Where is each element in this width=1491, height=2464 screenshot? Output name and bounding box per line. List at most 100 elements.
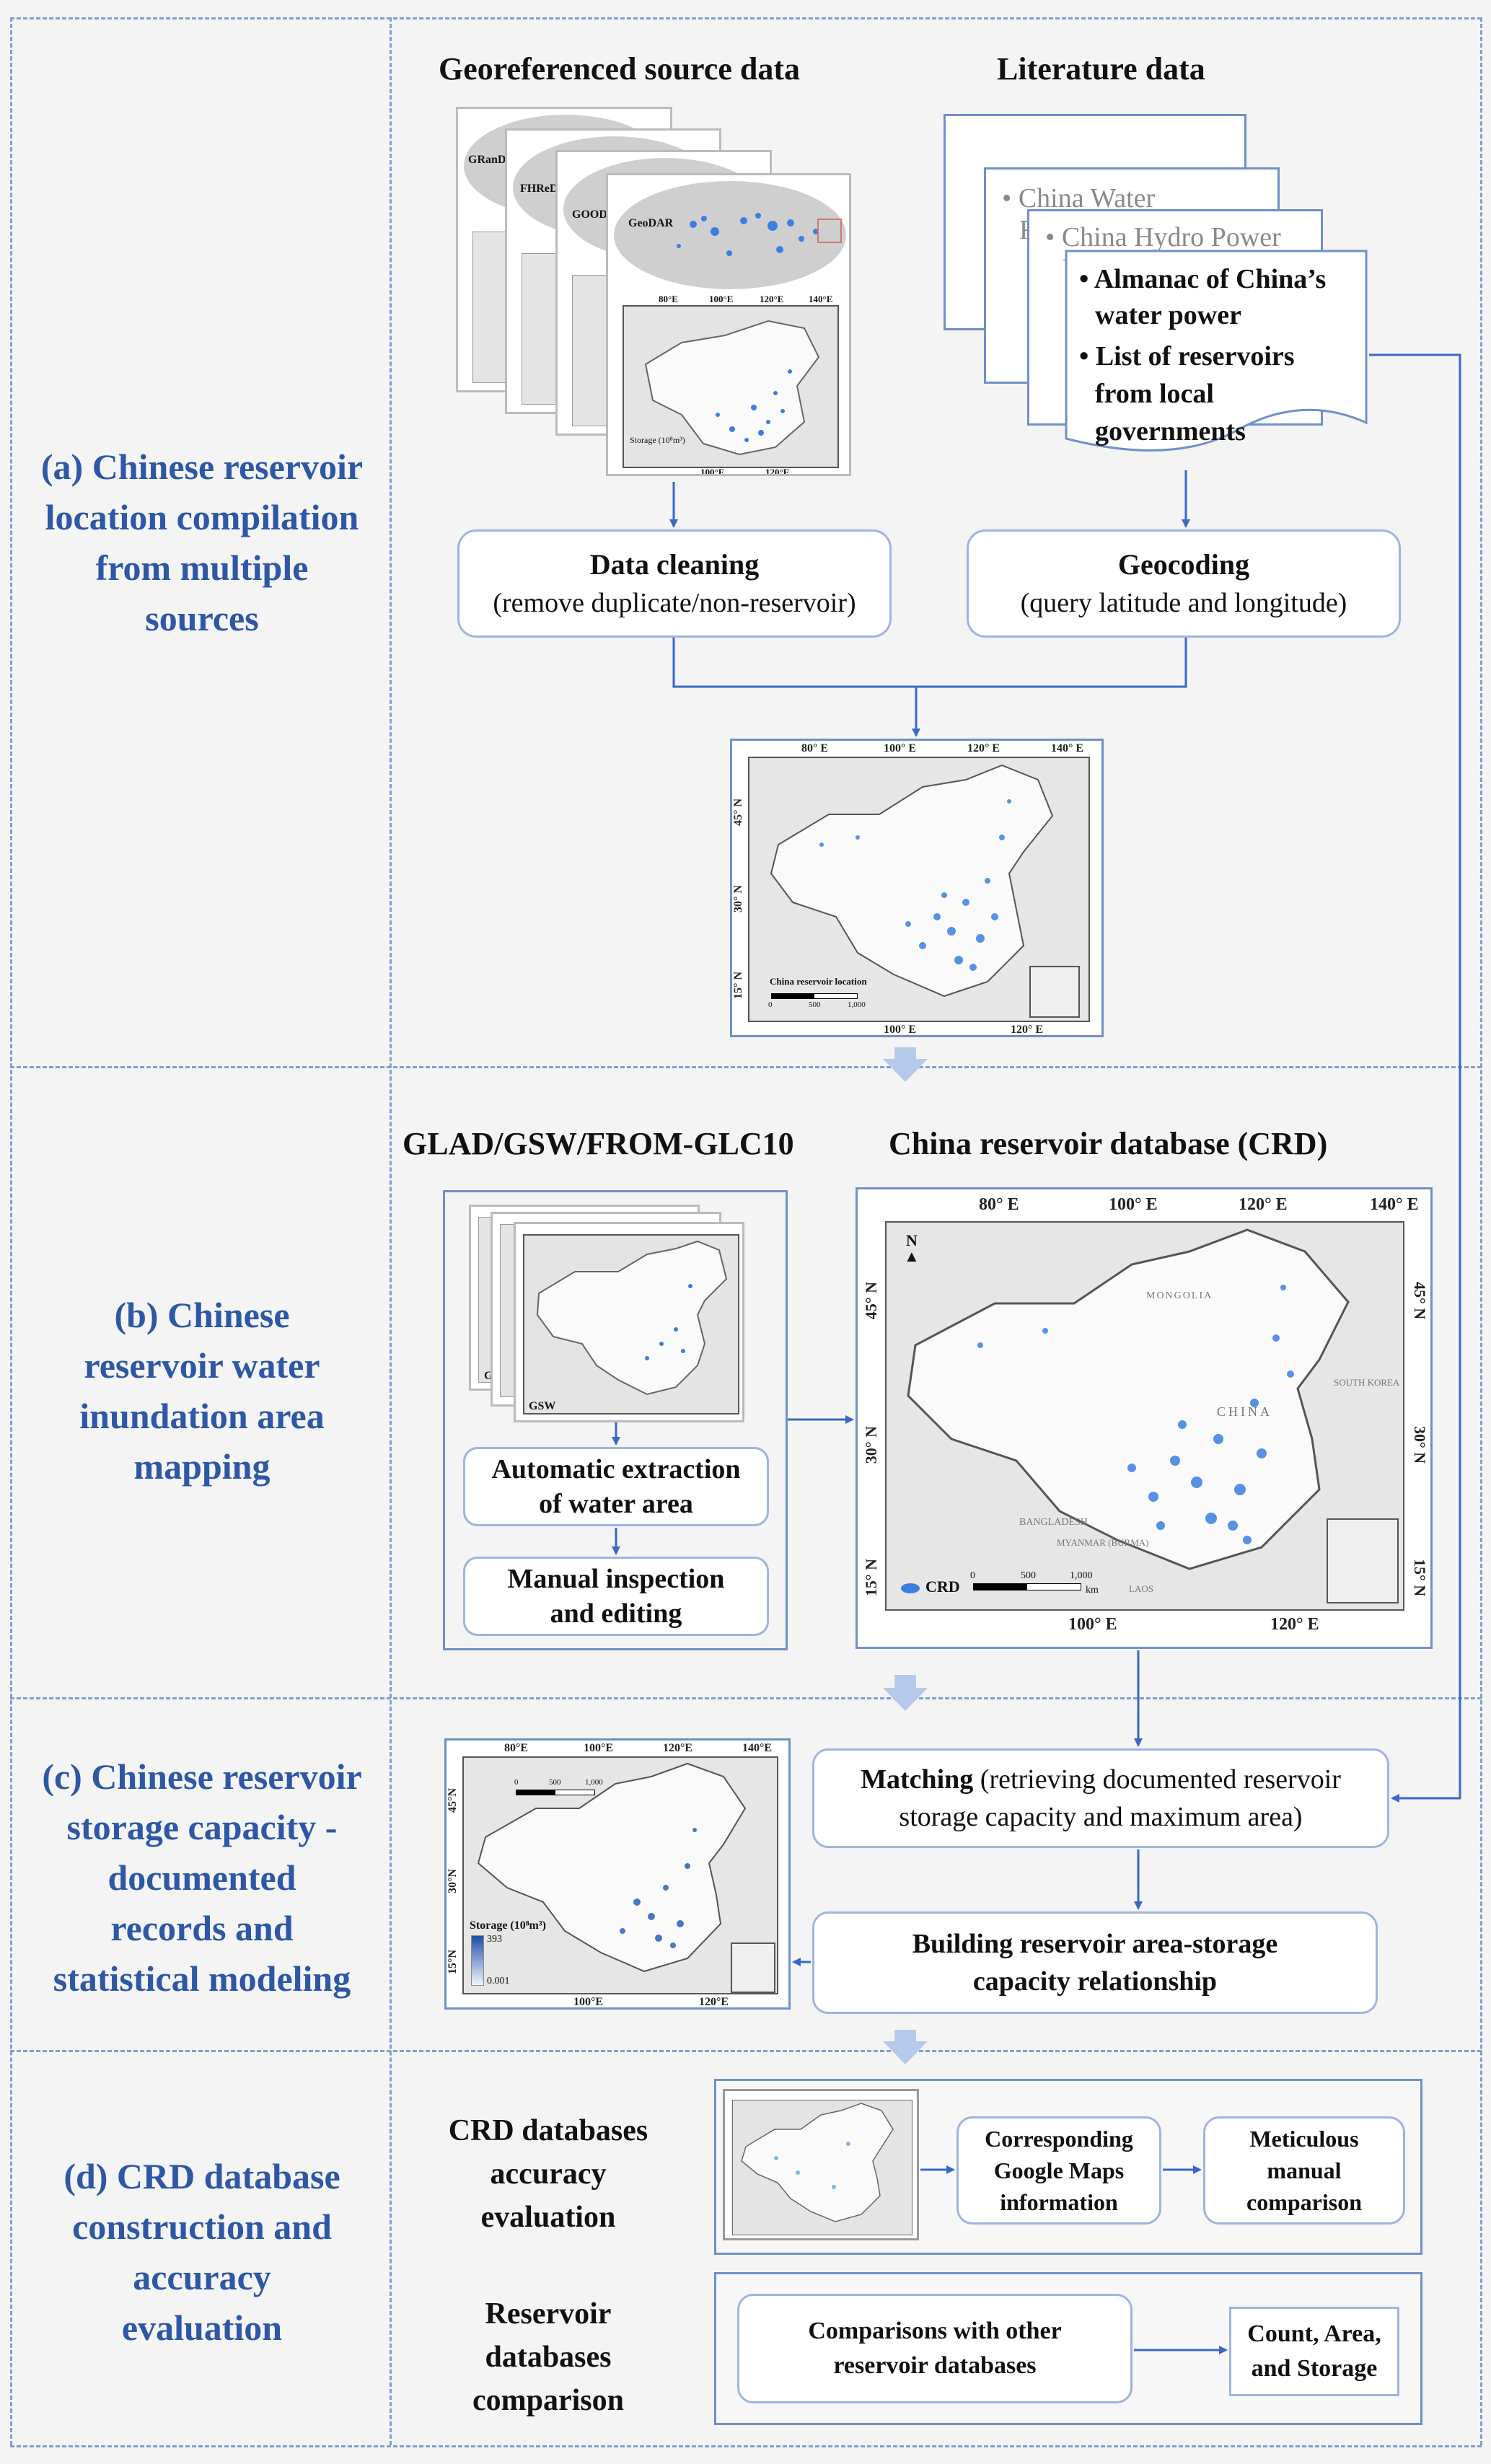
c-tick-top-1: 100°E — [584, 1742, 614, 1754]
geodar-tick-bottom-0: 100°E — [700, 467, 725, 476]
frame-left — [10, 17, 12, 2445]
c-tick-top-2: 120°E — [663, 1742, 693, 1754]
crd-tick-bottom-1: 120° E — [1270, 1615, 1319, 1634]
crd-tick-right-0: 45° N — [1411, 1282, 1429, 1320]
frame-bottom — [10, 2445, 1482, 2447]
comparisons-line2: reservoir databases — [833, 2352, 1037, 2379]
crd-inset-map — [1327, 1518, 1399, 1603]
crd-china-map-shape — [907, 1228, 1350, 1570]
glad-panel-frame — [443, 1190, 788, 1650]
stack-label-geodar: GeoDAR — [628, 217, 674, 229]
manual-inspection-box: Manual inspection and editing — [463, 1557, 769, 1636]
stack-label-goodd: GOODD — [572, 208, 616, 221]
crd-tick-top-3: 140° E — [1370, 1195, 1419, 1214]
meticulous-line2: manual — [1267, 2157, 1342, 2183]
stack-label-fhred: FHReD — [520, 182, 558, 195]
header-glad: GLAD/GSW/FROM-GLC10 — [403, 1126, 794, 1161]
c-tick-top-0: 80°E — [504, 1742, 529, 1754]
data-cleaning-title: Data cleaning — [589, 548, 760, 581]
country-label-myanmar: MYANMAR (BURMA) — [1057, 1537, 1149, 1548]
comparisons-box: Comparisons with other reservoir databas… — [737, 2294, 1132, 2403]
literature-doc-front: • Almanac of China’s water power • List … — [1065, 250, 1368, 466]
header-georeferenced: Georeferenced source data — [439, 51, 800, 87]
geocoding-sub: (query latitude and longitude) — [1020, 588, 1347, 618]
storage-map: 80°E 100°E 120°E 140°E 0 500 1,000 Stora… — [444, 1738, 791, 2010]
column-divider — [390, 17, 392, 2445]
crd-tick-top-1: 100° E — [1109, 1195, 1158, 1214]
gsw-china-map — [536, 1240, 728, 1396]
data-cleaning-sub: (remove duplicate/non-reservoir) — [493, 588, 856, 618]
crd-tick-top-2: 120° E — [1239, 1195, 1288, 1214]
manual-edit-line1: Manual inspection — [507, 1564, 725, 1594]
comparisons-line1: Comparisons with other — [808, 2318, 1062, 2344]
a-tick-top-2: 120° E — [967, 742, 1000, 754]
country-label-laos: LAOS — [1129, 1583, 1153, 1594]
crd-legend-swatch — [901, 1583, 920, 1593]
building-relationship-box: Building reservoir area-storage capacity… — [812, 1911, 1378, 2014]
geodar-legend: Storage (10⁸m³) — [630, 435, 685, 445]
north-arrow-icon: N▲ — [904, 1231, 920, 1265]
arrow-literature-to-matching — [1369, 353, 1461, 1803]
google-line3: information — [1000, 2189, 1118, 2215]
building-line2: capacity relationship — [972, 1966, 1218, 1997]
a-tick-bottom-1: 120° E — [1011, 1024, 1044, 1036]
literature-doc-front-shape — [1065, 250, 1368, 452]
geodar-tick-top-1: 100°E — [709, 294, 734, 304]
geodar-tick-top-3: 140°E — [809, 294, 833, 304]
a-map-legend: China reservoir location — [770, 976, 867, 987]
c-legend-ramp — [471, 1935, 484, 1986]
glad-map-gsw: GSW — [514, 1222, 744, 1422]
a-scale-1: 500 — [809, 1000, 821, 1009]
c-legend-max: 393 — [487, 1934, 502, 1945]
data-cleaning-box: Data cleaning (remove duplicate/non-rese… — [457, 529, 892, 638]
stack-label-grand: GRanD — [468, 154, 506, 166]
crd-legend-label: CRD — [925, 1578, 960, 1596]
divider-ab — [10, 1066, 1482, 1068]
c-china-map-shape — [477, 1762, 747, 1973]
country-label-south-korea: SOUTH KOREA — [1334, 1377, 1400, 1388]
crd-scale-2: 1,000 — [1070, 1570, 1093, 1581]
a-scale-2: 1,000 — [848, 1000, 866, 1009]
frame-right — [1480, 17, 1482, 2445]
a-tick-bottom-0: 100° E — [884, 1024, 917, 1036]
big-arrow-a-to-b — [883, 1047, 928, 1082]
crd-tick-right-2: 15° N — [1411, 1559, 1429, 1597]
stack-b-label-gsw: GSW — [529, 1400, 556, 1412]
count-line2: and Storage — [1251, 2355, 1378, 2382]
a-scale-0: 0 — [768, 1000, 773, 1009]
geodar-tick-top-2: 120°E — [760, 294, 784, 304]
auto-extract-line2: of water area — [539, 1489, 693, 1519]
divider-bc — [10, 1697, 1482, 1699]
literature-doc-2-line1: • China Hydro Power — [1045, 222, 1281, 252]
a-tick-top-0: 80° E — [801, 742, 829, 754]
crd-tick-right-1: 30° N — [1411, 1426, 1429, 1464]
google-line2: Google Maps — [993, 2157, 1125, 2183]
automatic-extraction-box: Automatic extraction of water area — [463, 1447, 769, 1526]
frame-top — [10, 17, 1482, 19]
a-tick-top-3: 140° E — [1051, 742, 1084, 754]
c-tick-top-3: 140°E — [742, 1742, 773, 1754]
a-tick-top-1: 100° E — [884, 742, 917, 754]
evaluation-china-map — [741, 2103, 894, 2222]
literature-doc-1-line1: • China Water — [1002, 183, 1156, 214]
matching-line2: storage capacity and maximum area) — [899, 1802, 1303, 1832]
building-line1: Building reservoir area-storage — [912, 1929, 1278, 1959]
count-area-storage-box: Count, Area, and Storage — [1229, 2307, 1399, 2396]
geocoding-title: Geocoding — [1117, 548, 1250, 581]
country-label-mongolia: MONGOLIA — [1146, 1290, 1213, 1301]
c-tick-bottom-0: 100°E — [573, 1996, 604, 2008]
crd-scale-0: 0 — [970, 1570, 975, 1581]
literature-item-almanac: • Almanac of China’s water power — [1079, 264, 1327, 330]
crd-scale-unit: km — [1086, 1585, 1099, 1596]
crd-main-map: 80° E 100° E 120° E 140° E MONGOLIA CHIN… — [856, 1187, 1433, 1649]
literature-item-local: • List of reservoirs from local governme… — [1079, 341, 1295, 446]
manual-edit-line2: and editing — [550, 1598, 682, 1629]
c-scale-0: 0 — [514, 1778, 519, 1787]
arrow-merge-to-location-map — [672, 638, 1187, 736]
meticulous-line1: Meticulous — [1249, 2126, 1359, 2152]
meticulous-line3: comparison — [1246, 2189, 1362, 2215]
country-label-bangladesh: BANGLADESH — [1019, 1517, 1088, 1528]
